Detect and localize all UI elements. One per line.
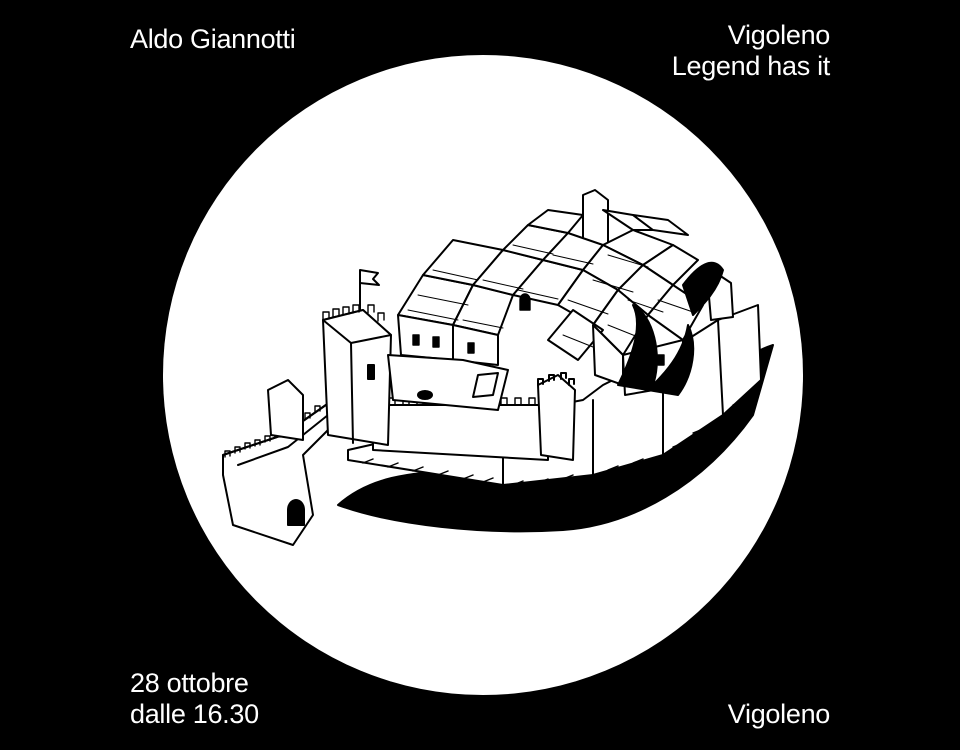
event-location: Vigoleno: [727, 699, 831, 729]
event-time: dalle 16.30: [130, 699, 259, 729]
event-title-line-1: Vigoleno: [727, 20, 831, 50]
trees: [617, 304, 695, 396]
right-tower: [537, 374, 576, 461]
flag: [359, 269, 380, 311]
inner-wall: [372, 404, 549, 461]
illustration-disc: [163, 55, 803, 695]
event-title: Vigoleno Legend has it: [671, 20, 831, 82]
castle-illustration: [222, 189, 774, 546]
small-tower: [267, 379, 304, 441]
event-title-line-2: Legend has it: [671, 51, 831, 81]
event-date: 28 ottobre: [130, 668, 249, 698]
event-datetime: 28 ottobre dalle 16.30: [130, 668, 259, 730]
artist-name: Aldo Giannotti: [130, 24, 296, 54]
